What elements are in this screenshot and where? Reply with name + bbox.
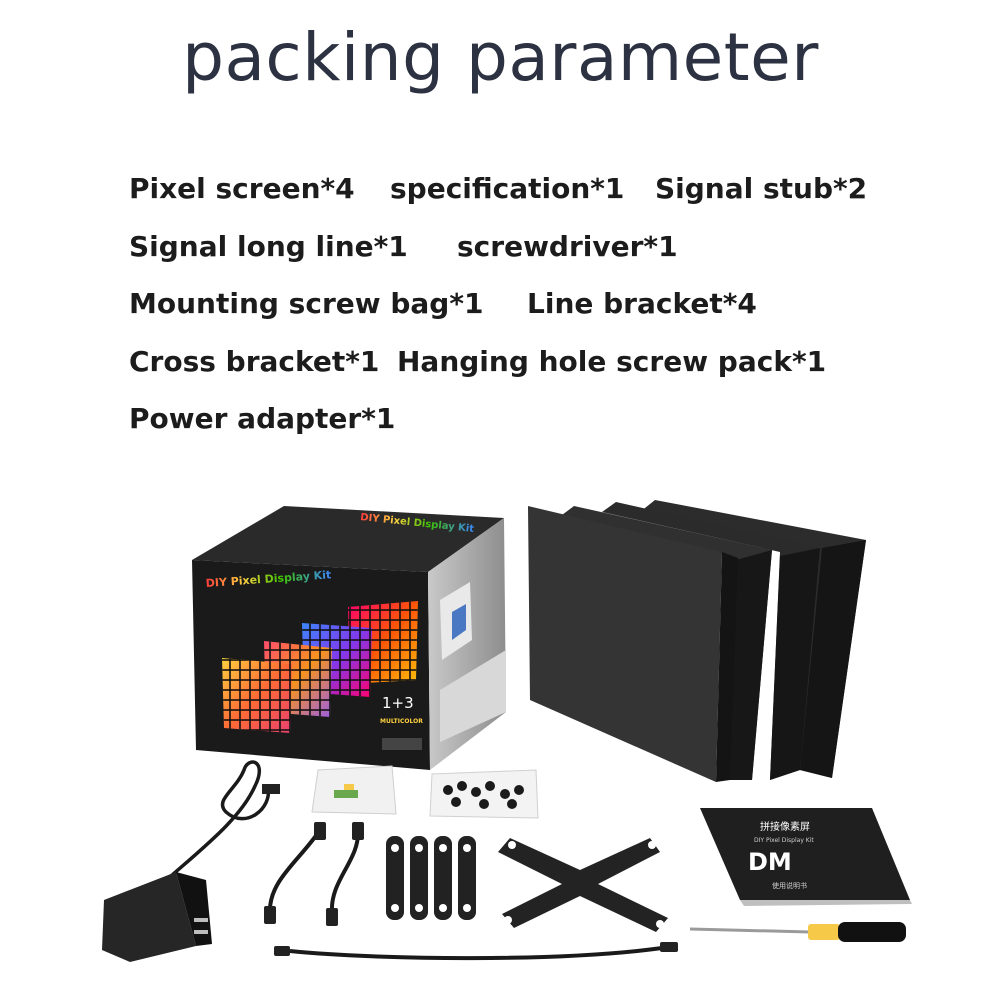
item-specification: specification*1 [390,172,625,205]
manual-title: 拼接像素屏 [760,820,810,833]
item-mounting-screw-bag: Mounting screw bag*1 [129,287,484,320]
item-signal-stub: Signal stub*2 [655,172,868,205]
box-badge: 1+3 [382,694,414,712]
line-brackets [386,836,476,920]
item-pixel-screen: Pixel screen*4 [129,172,355,205]
gift-box: DIY Pixel Display Kit DIY Pixel Display … [192,506,506,770]
screwdriver [689,922,906,942]
item-line-bracket: Line bracket*4 [527,287,757,320]
page-title: packing parameter [182,19,819,96]
item-hanging-hole-screw-pack: Hanging hole screw pack*1 [397,345,827,378]
manual-booklet: 拼接像素屏 DIY Pixel Display Kit DM 使用说明书 [700,808,912,906]
signal-long-line [274,942,678,961]
manual-subtitle: DIY Pixel Display Kit [754,837,814,844]
manual-logo: DM [748,848,792,876]
item-screwdriver: screwdriver*1 [457,230,678,263]
manual-footer: 使用说明书 [772,881,807,890]
box-badge-sub: MULTICOLOR [380,718,423,725]
item-signal-long-line: Signal long line*1 [129,230,408,263]
pixel-panels [528,500,866,782]
signal-stubs [264,822,364,926]
item-power-adapter: Power adapter*1 [129,402,396,435]
item-cross-bracket: Cross bracket*1 [129,345,380,378]
screw-bags [311,765,539,819]
power-adapter [102,760,280,962]
product-photo: DIY Pixel Display Kit DIY Pixel Display … [102,500,912,962]
cross-bracket [498,838,668,932]
